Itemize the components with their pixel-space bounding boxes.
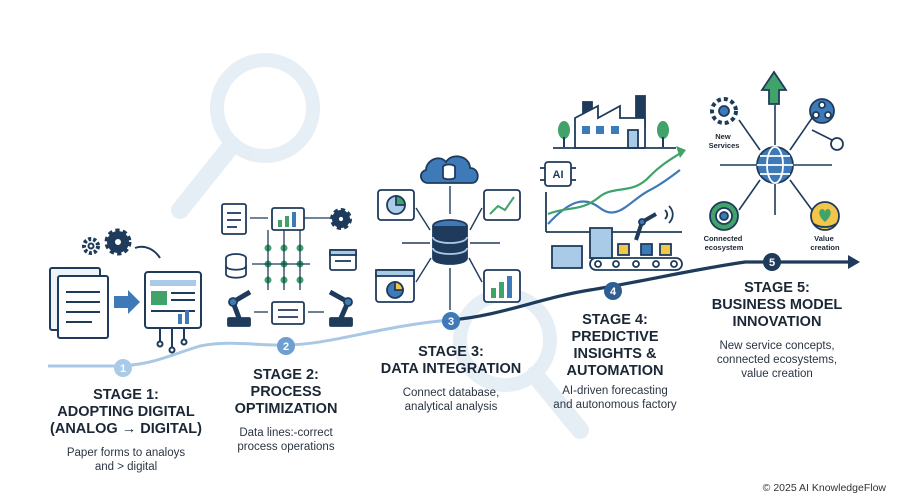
control-panel-icon xyxy=(271,301,305,325)
stage3-illustration xyxy=(375,155,521,310)
pie-chart-window-icon xyxy=(375,269,415,303)
browser-window-icon xyxy=(329,249,357,271)
progress-arrowhead xyxy=(848,255,860,269)
pie-chart-panel-icon xyxy=(377,189,415,221)
progress-path-dark xyxy=(449,260,850,322)
stage-marker-5-number: 5 xyxy=(769,257,775,269)
stage4-illustration: AI xyxy=(540,95,686,271)
arrow-right-icon xyxy=(114,290,140,314)
growth-arrow-icon xyxy=(760,70,788,105)
node-label-value-creation: Value creation xyxy=(810,234,840,252)
digital-form-screen-icon xyxy=(144,271,202,354)
factory-icon xyxy=(574,95,646,149)
line-chart-panel-icon xyxy=(483,189,521,221)
gear-icon-2 xyxy=(330,208,352,230)
robot-arm-icon-3 xyxy=(634,205,674,241)
gear-icon xyxy=(82,228,132,256)
stage5-illustration xyxy=(709,70,844,231)
forecast-chart-icon xyxy=(545,146,686,233)
stage3-title: STAGE 3:DATA INTEGRATION xyxy=(380,344,522,377)
background-magnifier-left xyxy=(171,53,320,219)
cloud-database-icon xyxy=(420,155,479,184)
value-creation-icon xyxy=(810,201,840,231)
conveyor-belt-icon xyxy=(551,227,683,271)
globe-icon xyxy=(756,146,794,184)
stage3-text: STAGE 3:DATA INTEGRATION Connect databas… xyxy=(378,344,524,414)
stage1-illustration xyxy=(49,228,202,354)
stage-marker-3: 3 xyxy=(442,312,460,330)
document-icon xyxy=(221,203,247,235)
gear-services-icon xyxy=(710,97,738,125)
stage3-description: Connect database,analytical analysis xyxy=(402,387,500,413)
stage2-illustration xyxy=(221,203,357,327)
central-database-icon xyxy=(432,219,468,265)
stage-marker-2: 2 xyxy=(277,337,295,355)
tree-icon xyxy=(558,121,669,147)
stage-marker-5: 5 xyxy=(763,253,781,271)
hub-icon xyxy=(830,137,844,151)
ai-chip-icon: AI xyxy=(540,161,576,187)
stage-marker-4: 4 xyxy=(604,282,622,300)
bar-chart-panel-icon xyxy=(483,269,521,303)
stage1-text: STAGE 1:ADOPTING DIGITAL(ANALOG → DIGITA… xyxy=(46,387,206,474)
node-label-connected-ecosystem: Connected ecosystem xyxy=(704,234,745,252)
stage-marker-3-number: 3 xyxy=(448,316,454,328)
stage-marker-1-number: 1 xyxy=(120,363,126,375)
network-nodes-icon xyxy=(809,98,835,124)
robot-arm-icon xyxy=(227,289,252,327)
stage1-title: STAGE 1:ADOPTING DIGITAL(ANALOG → DIGITA… xyxy=(50,387,202,437)
node-label-new-services: New Services xyxy=(709,132,740,150)
stage-marker-1: 1 xyxy=(114,359,132,377)
bar-chart-icon xyxy=(271,207,305,231)
stage5-description: New service concepts,connected ecosystem… xyxy=(716,340,838,380)
robot-arm-icon-2 xyxy=(328,289,353,327)
stage-marker-4-number: 4 xyxy=(610,286,617,298)
copyright-footer: © 2025 AI KnowledgeFlow xyxy=(762,482,886,494)
ai-chip-label: AI xyxy=(553,169,564,181)
stage-marker-2-number: 2 xyxy=(283,341,289,353)
paper-documents-icon xyxy=(49,267,109,339)
connected-ecosystem-icon xyxy=(709,201,739,231)
database-icon xyxy=(225,253,247,279)
sync-arrow-icon xyxy=(134,245,161,259)
